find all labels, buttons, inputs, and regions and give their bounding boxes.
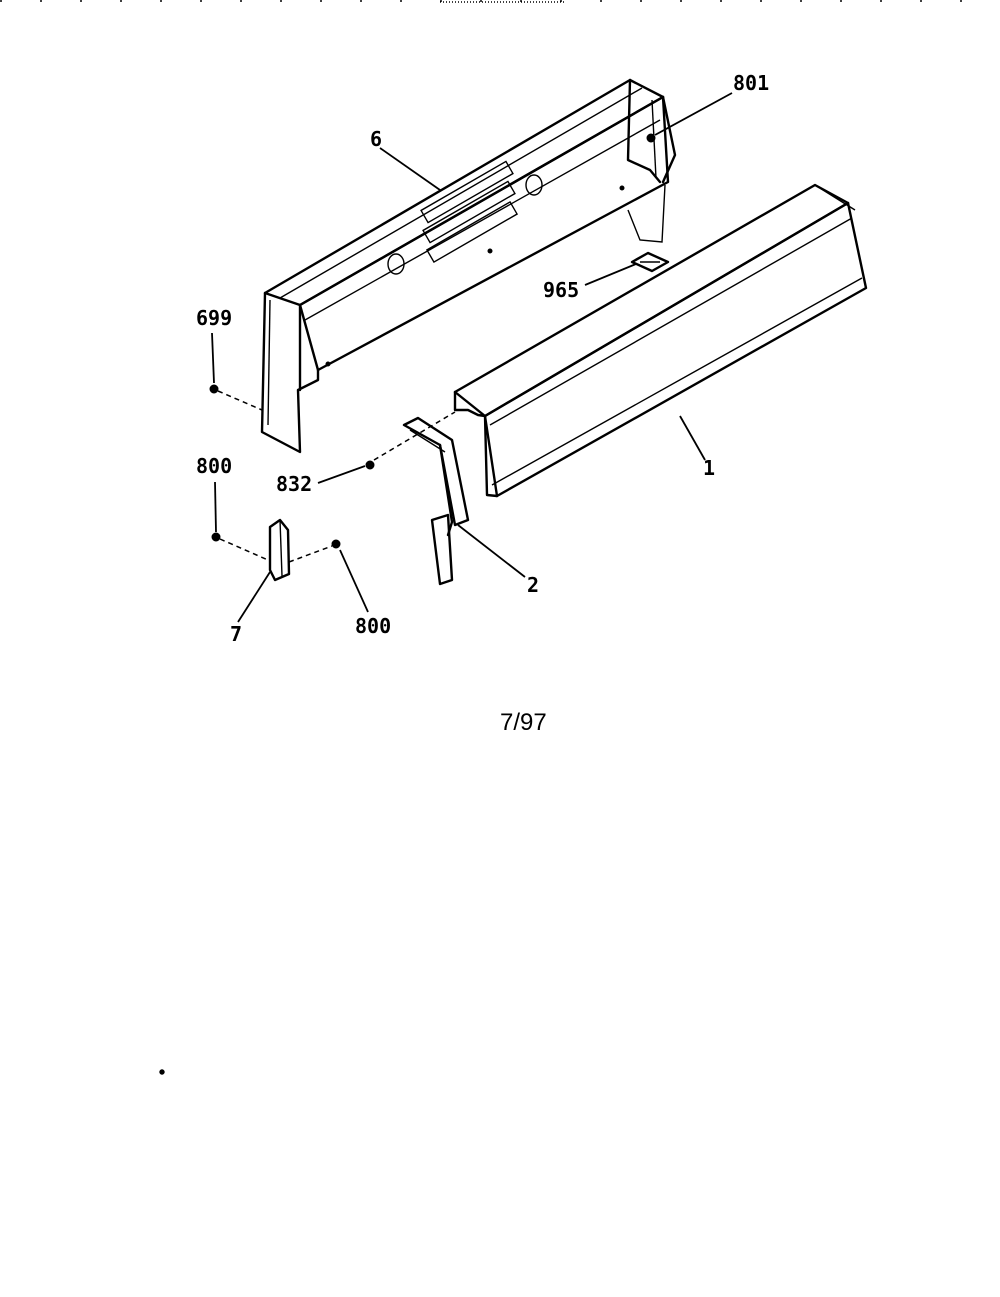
label-965: 965: [543, 278, 579, 302]
label-800-right: 800: [355, 614, 391, 638]
scan-speck: [159, 1069, 165, 1075]
screw-800-left-icon: [211, 532, 269, 561]
backguard-panel: [260, 78, 677, 454]
label-6: 6: [370, 127, 382, 151]
scan-edge-noise: [0, 0, 1000, 3]
label-832: 832: [276, 472, 312, 496]
end-bracket: [402, 416, 470, 586]
screw-832-icon: [365, 411, 456, 470]
screw-699-icon: [209, 384, 263, 411]
label-1: 1: [703, 456, 715, 480]
callout-labels: 801 6 965 699 1 832 800 2 7 800: [196, 71, 769, 646]
screw-801-icon: [646, 133, 656, 143]
label-2: 2: [527, 573, 539, 597]
date-code: 7/97: [500, 709, 547, 736]
label-7: 7: [230, 622, 242, 646]
small-bracket: [268, 518, 291, 582]
screw-800-right-icon: [288, 539, 341, 563]
trim-panel: [453, 183, 868, 498]
label-800-left: 800: [196, 454, 232, 478]
leader-lines: [211, 92, 733, 623]
label-699: 699: [196, 306, 232, 330]
label-801: 801: [733, 71, 769, 95]
clip-965: [630, 251, 670, 273]
